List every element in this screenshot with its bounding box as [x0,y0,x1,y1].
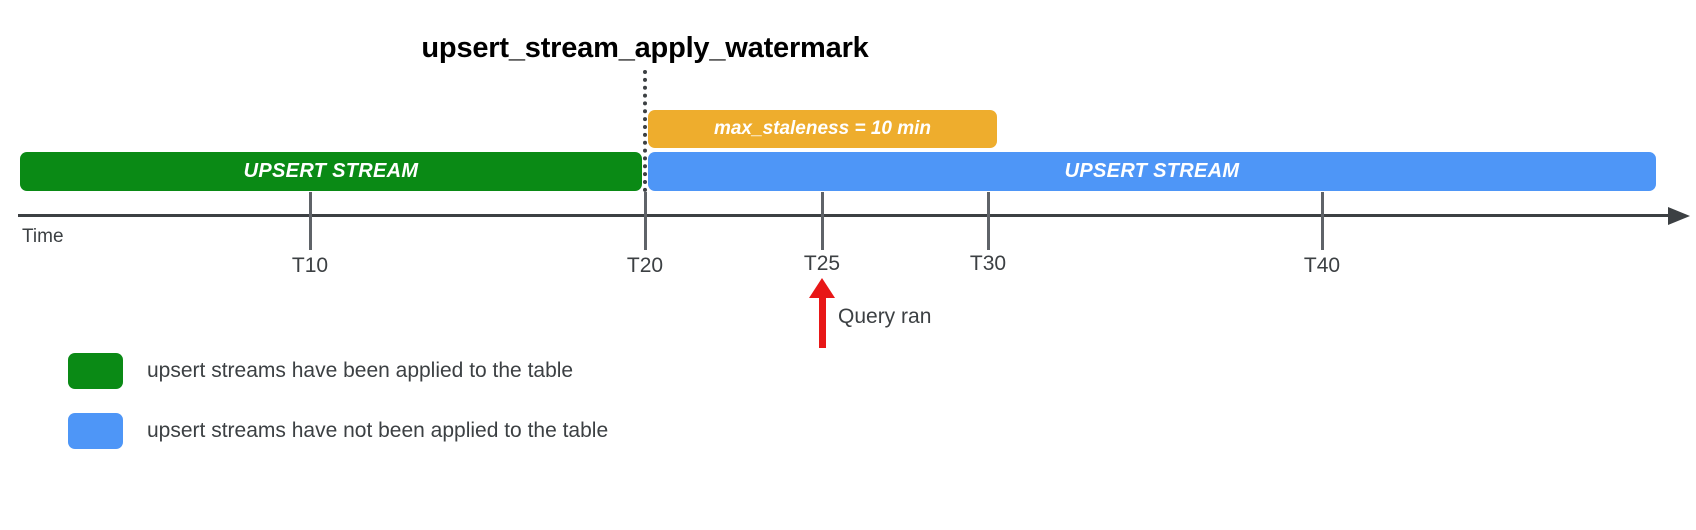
upsert-stream-applied-label: UPSERT STREAM [243,160,419,182]
legend-swatch-green [68,353,123,389]
axis-tick-t30 [987,192,990,250]
query-ran-arrow-icon [809,278,835,298]
time-axis-line [18,214,1678,217]
axis-tick-t10 [309,192,312,250]
axis-tick-t20 [644,192,647,250]
legend-label-not-applied: upsert streams have not been applied to … [147,419,609,442]
upsert-stream-applied-bar: UPSERT STREAM [20,152,642,191]
legend-item-applied: upsert streams have been applied to the … [68,353,573,389]
upsert-stream-not-applied-label: UPSERT STREAM [1064,160,1240,182]
legend-swatch-blue [68,413,123,449]
time-axis-arrow-icon [1668,207,1690,225]
query-ran-arrow-shaft [819,295,826,348]
axis-tick-label-t25: T25 [803,252,841,275]
axis-tick-label-t20: T20 [626,254,664,277]
axis-tick-label-t10: T10 [291,254,329,277]
max-staleness-label: max_staleness = 10 min [713,118,932,139]
max-staleness-badge: max_staleness = 10 min [648,110,997,148]
axis-tick-t25 [821,192,824,250]
axis-tick-label-t30: T30 [969,252,1007,275]
watermark-dotted-line [643,70,647,192]
upsert-stream-not-applied-bar: UPSERT STREAM [648,152,1656,191]
time-axis-caption: Time [22,226,64,247]
legend-item-not-applied: upsert streams have not been applied to … [68,413,608,449]
axis-tick-label-t40: T40 [1303,254,1341,277]
page-title: upsert_stream_apply_watermark [421,32,869,64]
axis-tick-t40 [1321,192,1324,250]
query-ran-label: Query ran [838,305,932,328]
legend-label-applied: upsert streams have been applied to the … [147,359,574,382]
